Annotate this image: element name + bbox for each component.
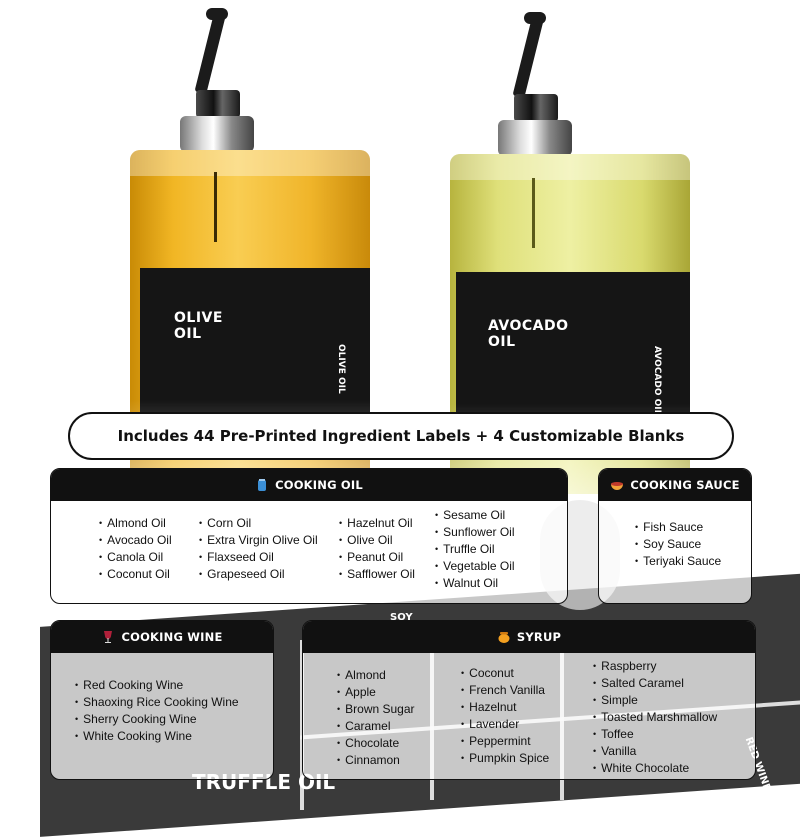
list-item: Hazelnut [461,699,549,716]
list-item: Apple [337,684,415,701]
list-item: Shaoxing Rice Cooking Wine [75,694,238,711]
list-column: Red Cooking Wine Shaoxing Rice Cooking W… [75,677,239,745]
bottle-collar [180,116,254,152]
list-column: Corn Oil Extra Virgin Olive Oil Flaxseed… [199,515,318,583]
wine-glass-icon [104,631,113,643]
pour-spout [194,13,226,95]
panel-title: COOKING OIL [275,478,363,492]
bottle-label-side: AVOCADO OIL [652,346,662,416]
list-column: Coconut French Vanilla Hazelnut Lavender… [461,665,549,767]
list-column: Fish Sauce Soy Sauce Teriyaki Sauce [635,519,721,570]
panel-title: SYRUP [516,630,562,644]
list-item: White Cooking Wine [75,728,239,745]
list-item: Red Cooking Wine [75,677,239,694]
cooking-sauce-panel: COOKING SAUCE Fish Sauce Soy Sauce Teriy… [598,468,752,604]
list-item: Almond Oil [99,515,172,532]
panel-title: COOKING WINE [121,630,223,644]
list-column: Hazelnut Oil Olive Oil Peanut Oil Safflo… [339,515,415,583]
list-column: Sesame Oil Sunflower Oil Truffle Oil Veg… [435,507,515,592]
list-item: Extra Virgin Olive Oil [199,532,317,549]
pour-spout [512,17,544,99]
list-item: Avocado Oil [99,532,171,549]
list-item: Vegetable Oil [435,558,514,575]
panel-header: COOKING WINE [51,621,273,653]
cooking-oil-panel: COOKING OIL Almond Oil Avocado Oil Canol… [50,468,568,604]
list-item: Hazelnut Oil [339,515,415,532]
list-item: Coconut [461,665,549,682]
list-column: Almond Apple Brown Sugar Caramel Chocola… [337,667,415,769]
list-item: Sesame Oil [435,507,515,524]
list-item: Peanut Oil [339,549,415,566]
list-item: Truffle Oil [435,541,515,558]
bottle-collar [498,120,572,156]
bottle-label-front: OLIVE OIL [174,310,223,342]
list-item: Salted Caramel [593,675,717,692]
syrup-panel: SYRUP Almond Apple Brown Sugar Caramel C… [302,620,756,780]
list-item: Almond [337,667,415,684]
list-item: Corn Oil [199,515,318,532]
oil-can-icon [258,479,267,491]
panel-header: SYRUP [303,621,755,653]
spout-cap [206,8,228,20]
bottle-neck [196,90,240,118]
feature-banner: Includes 44 Pre-Printed Ingredient Label… [68,412,734,460]
list-item: Sunflower Oil [435,524,515,541]
list-item: Caramel [337,718,415,735]
list-item: Olive Oil [339,532,415,549]
list-item: Lavender [461,716,549,733]
list-item: Vanilla [593,743,717,760]
bottle-label-side: OLIVE OIL [336,344,346,394]
list-item: Walnut Oil [435,575,515,592]
panel-header: COOKING SAUCE [599,469,751,501]
list-column: Almond Oil Avocado Oil Canola Oil Coconu… [99,515,172,583]
list-item: Coconut Oil [99,566,172,583]
list-item: Grapeseed Oil [199,566,318,583]
list-item: Brown Sugar [337,701,414,718]
spout-cap [524,12,546,24]
sauce-bowl-icon [611,482,624,490]
list-item: Teriyaki Sauce [635,553,721,570]
banner-text: Includes 44 Pre-Printed Ingredient Label… [117,427,685,445]
list-item: Flaxseed Oil [199,549,318,566]
list-item: French Vanilla [461,682,549,699]
list-item: Soy Sauce [635,536,721,553]
list-item: Canola Oil [99,549,172,566]
bottle-label-front: AVOCADO OIL [488,318,569,350]
list-item: Simple [593,692,717,709]
list-item: Toasted Marshmallow [593,709,717,726]
list-item: Chocolate [337,735,415,752]
panel-title: COOKING SAUCE [630,478,740,492]
cooking-wine-panel: COOKING WINE Red Cooking Wine Shaoxing R… [50,620,274,780]
list-item: Raspberry [593,658,717,675]
list-item: Toffee [593,726,717,743]
list-item: White Chocolate [593,760,717,777]
list-column: Raspberry Salted Caramel Simple Toasted … [593,658,717,777]
list-item: Pumpkin Spice [461,750,549,767]
list-item: Cinnamon [337,752,415,769]
panel-header: COOKING OIL [51,469,567,501]
bottle-neck [514,94,558,122]
list-item: Safflower Oil [339,566,415,583]
list-item: Peppermint [461,733,549,750]
list-item: Sherry Cooking Wine [75,711,239,728]
honey-pot-icon [498,632,510,643]
sheet-label-soy: SOY [390,612,413,623]
list-item: Fish Sauce [635,519,721,536]
